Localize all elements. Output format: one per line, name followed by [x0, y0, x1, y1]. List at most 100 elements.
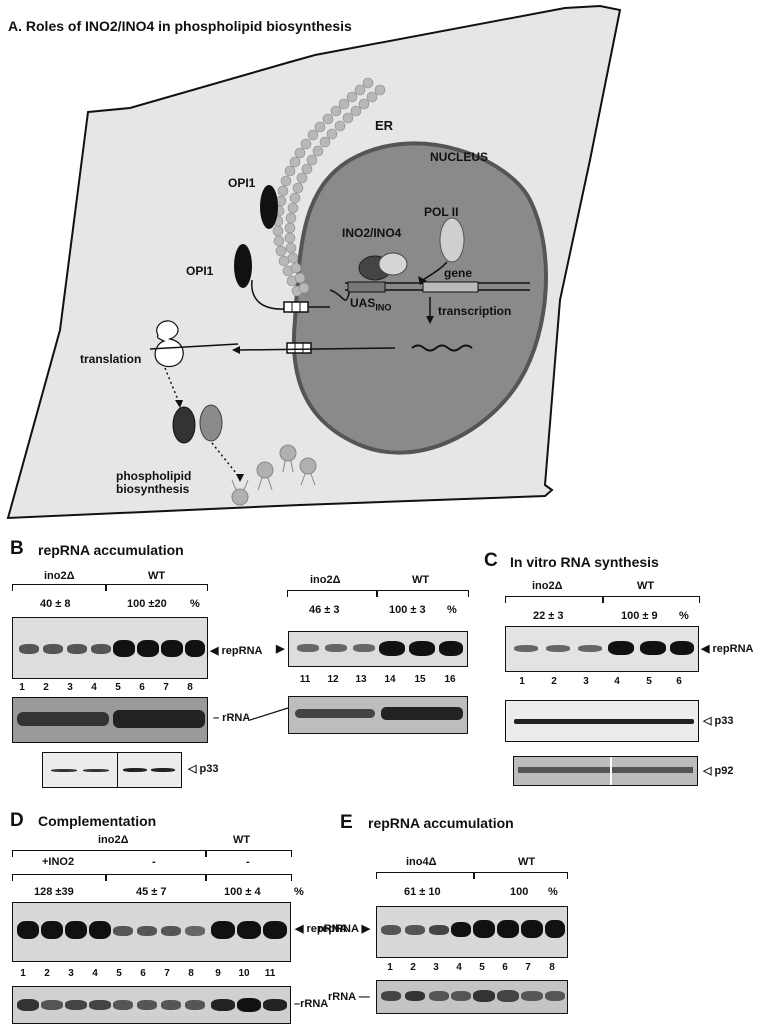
- e-mutant: ino4Δ: [406, 856, 437, 868]
- translation-label: translation: [80, 352, 142, 366]
- e-rrna-label: rRNA —: [328, 991, 370, 1003]
- e-unit: %: [548, 886, 558, 898]
- e-mutant-value: 61 ± 10: [404, 886, 441, 898]
- d-reprna-label: ◀ repRNA: [295, 923, 348, 935]
- b-reprna-gel-left: [12, 617, 208, 679]
- c-reprna-gel: [505, 626, 699, 672]
- b-lane-11: 11: [299, 674, 311, 685]
- c-p92-label: ◁ p92: [703, 765, 734, 777]
- b-right-wt: WT: [412, 574, 430, 586]
- b-left-wt-value: 100 ±20: [127, 598, 167, 610]
- panel-c-title: In vitro RNA synthesis: [510, 554, 659, 570]
- d-unit: %: [294, 886, 304, 898]
- opi1-protein-top: [260, 185, 278, 229]
- c-reprna-label: ◀ repRNA: [701, 643, 754, 655]
- b-reprna-gel-right: [288, 631, 468, 667]
- enzyme-light: [199, 404, 223, 442]
- d-lane-11: 11: [264, 968, 276, 979]
- c-lane-4: 4: [614, 676, 620, 687]
- c-mutant: ino2Δ: [532, 580, 563, 592]
- e-lane-2: 2: [410, 962, 416, 973]
- e-lane-7: 7: [525, 962, 531, 973]
- b-lane-3: 3: [67, 682, 73, 693]
- c-mutant-value: 22 ± 3: [533, 610, 564, 622]
- b-p33-gel: [42, 752, 182, 788]
- b-right-arrow: ▶: [276, 643, 285, 655]
- c-lane-1: 1: [519, 676, 525, 687]
- d-value-3: 100 ± 4: [224, 886, 261, 898]
- b-lane-5: 5: [115, 682, 121, 693]
- ribosome: [154, 320, 184, 368]
- mrna: [411, 344, 473, 352]
- ino2ino4-label: INO2/INO4: [342, 226, 402, 240]
- b-lane-7: 7: [163, 682, 169, 693]
- b-rrna-gel-left: [12, 697, 208, 743]
- b-rrna-gel-right: [288, 696, 468, 734]
- panel-e-letter: E: [340, 812, 353, 833]
- c-p92-gel: [513, 756, 698, 786]
- c-lane-5: 5: [646, 676, 652, 687]
- b-right-unit: %: [447, 604, 457, 616]
- e-reprna-gel: [376, 906, 568, 958]
- d-lane-8: 8: [188, 968, 194, 979]
- d-rrna-gel: [12, 986, 291, 1024]
- e-lane-6: 6: [502, 962, 508, 973]
- c-p33-label: ◁ p33: [703, 715, 734, 727]
- b-left-mutant-value: 40 ± 8: [40, 598, 71, 610]
- d-lane-7: 7: [164, 968, 170, 979]
- e-wt-value: 100: [510, 886, 529, 898]
- e-wt: WT: [518, 856, 536, 868]
- opi1-protein-mid: [234, 244, 252, 288]
- enzyme-dark: [172, 406, 196, 444]
- d-wt: WT: [233, 834, 251, 846]
- nuclear-pore-1: [283, 301, 309, 313]
- pol2-label: POL II: [424, 205, 459, 219]
- er-label: ER: [375, 118, 394, 133]
- d-lane-5: 5: [116, 968, 122, 979]
- b-left-wt: WT: [148, 570, 166, 582]
- ino4-protein: [378, 252, 408, 276]
- panel-c-letter: C: [484, 550, 498, 571]
- b-lane-14: 14: [384, 674, 396, 685]
- b-rrna-label: – rRNA: [213, 712, 251, 724]
- cell-diagram: [6, 4, 622, 520]
- d-value-2: 45 ± 7: [136, 886, 167, 898]
- d-rrna-label: –rRNA: [294, 998, 329, 1010]
- b-lane-2: 2: [43, 682, 49, 693]
- panel-a-title: A. Roles of INO2/INO4 in phospholipid bi…: [8, 18, 352, 34]
- nuclear-pore-2: [286, 342, 312, 354]
- b-lane-12: 12: [327, 674, 339, 685]
- nucleus-shape: [291, 141, 549, 455]
- e-lane-4: 4: [456, 962, 462, 973]
- d-lane-2: 2: [44, 968, 50, 979]
- b-right-wt-value: 100 ± 3: [389, 604, 426, 616]
- d-lane-6: 6: [140, 968, 146, 979]
- d-reprna-gel: [12, 902, 291, 962]
- panel-b-letter: B: [10, 538, 24, 559]
- d-lane-3: 3: [68, 968, 74, 979]
- uas-label: UASINO: [350, 296, 392, 313]
- d-lane-9: 9: [215, 968, 221, 979]
- pol2-protein: [439, 217, 465, 263]
- opi1-path: [251, 279, 286, 310]
- b-lane-15: 15: [414, 674, 426, 685]
- b-lane-8: 8: [187, 682, 193, 693]
- d-cond-1: +INO2: [42, 856, 75, 868]
- uas-box: [347, 281, 386, 293]
- c-wt: WT: [637, 580, 655, 592]
- b-right-mutant-value: 46 ± 3: [309, 604, 340, 616]
- c-lane-3: 3: [583, 676, 589, 687]
- b-lane-4: 4: [91, 682, 97, 693]
- opi1-mid-label: OPI1: [186, 264, 214, 278]
- gene-label: gene: [444, 266, 473, 280]
- c-unit: %: [679, 610, 689, 622]
- b-lane-13: 13: [355, 674, 367, 685]
- b-right-mutant: ino2Δ: [310, 574, 341, 586]
- b-lane-1: 1: [19, 682, 25, 693]
- phospholipids: [231, 444, 317, 506]
- nucleus-label: NUCLEUS: [430, 150, 489, 164]
- e-lane-1: 1: [387, 962, 393, 973]
- gene-box: [422, 281, 479, 293]
- b-left-unit: %: [190, 598, 200, 610]
